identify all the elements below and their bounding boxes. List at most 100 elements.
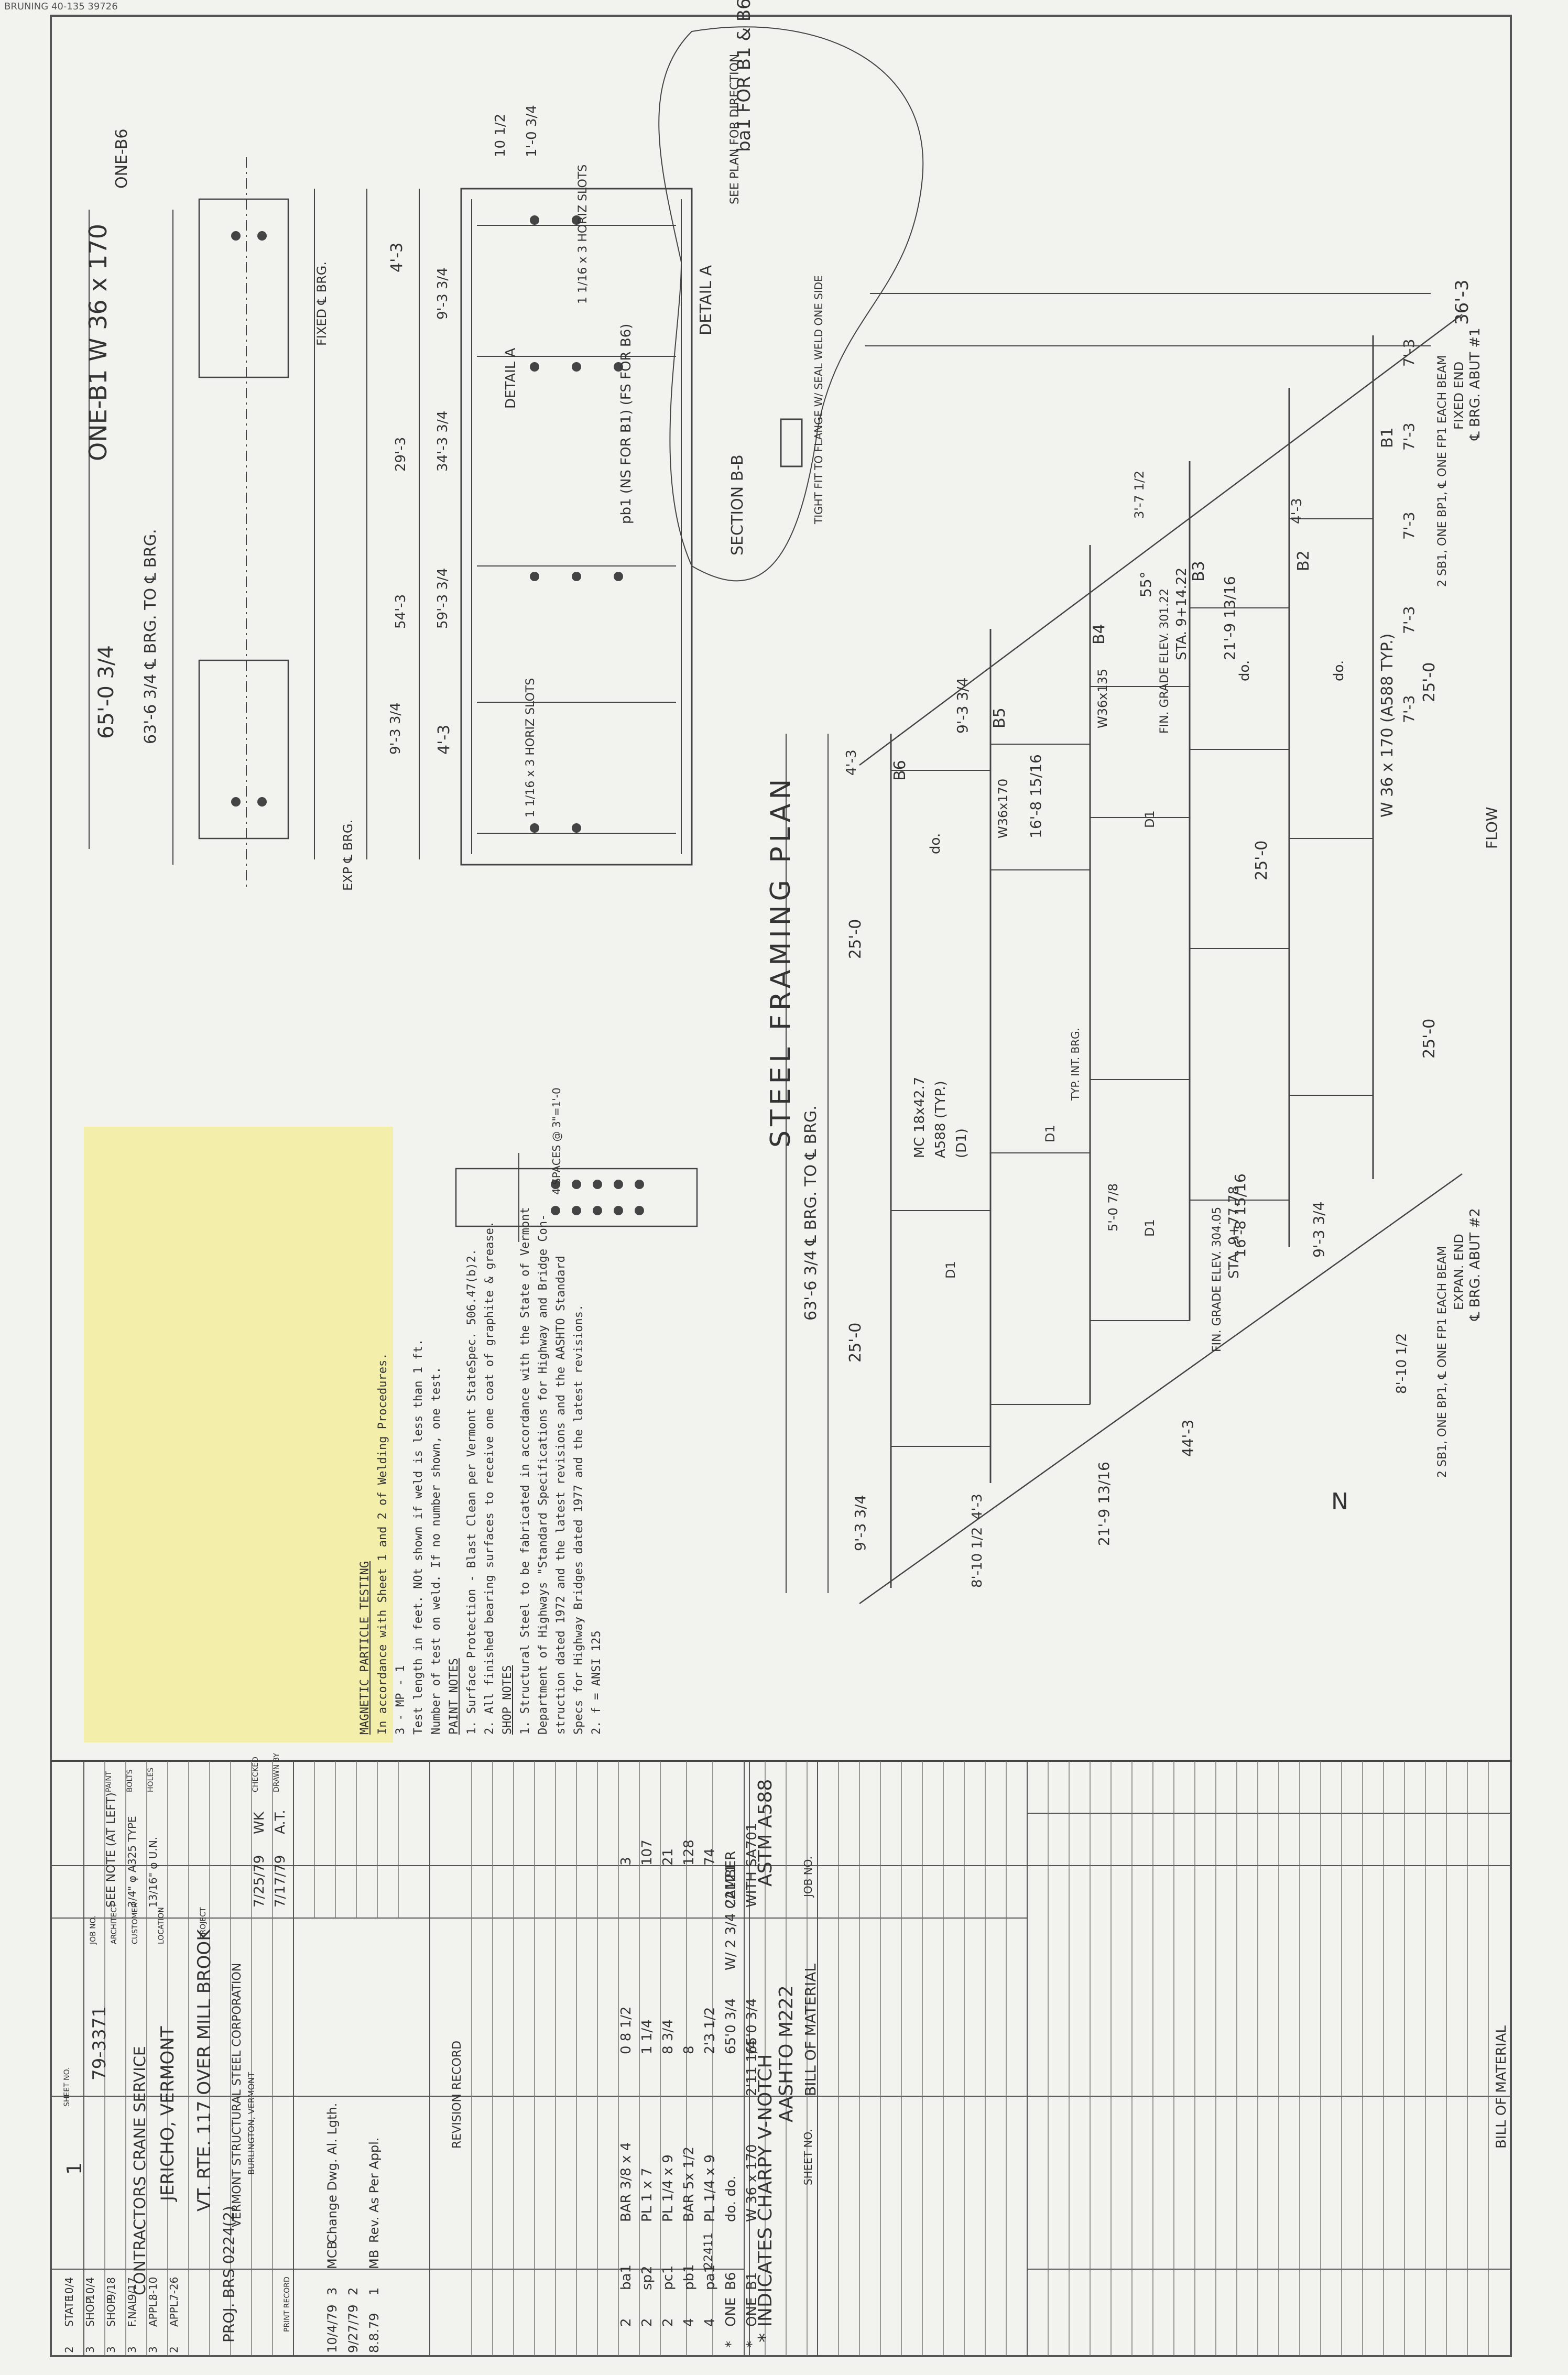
- bom-cell: pc1: [660, 2265, 676, 2290]
- bom-total: 22411: [702, 2232, 715, 2269]
- bom-cell: WITH SA701: [744, 1823, 760, 1908]
- paint: SEE NOTE (AT LEFT): [105, 1792, 118, 1908]
- paint-label: PAINT: [105, 1771, 113, 1792]
- drawing-border: [50, 15, 1512, 2357]
- print-record-cell: 3: [126, 2346, 138, 2353]
- bom-cell: *: [723, 2341, 739, 2348]
- print-record-cell: 10/4: [63, 2277, 75, 2301]
- job-label: JOB NO.: [89, 1915, 97, 1944]
- print-record-cell: F.NAL: [126, 2298, 138, 2327]
- abut1-bearing-line: [859, 313, 1463, 766]
- bom-cell: do. do.: [723, 2175, 739, 2222]
- drawn-by: A.T.: [273, 1810, 288, 1834]
- aashto-note: AASHTO M222: [776, 1985, 797, 2122]
- print-record-cell: SHOP: [84, 2297, 96, 2327]
- company-city: BURLINGTON, VERMONT: [246, 2072, 256, 2175]
- bom-title-right: BILL OF MATERIAL: [1494, 2025, 1509, 2149]
- bom-cell: PL 1/4 x 9: [660, 2154, 676, 2222]
- revision-cell: 1: [367, 2287, 382, 2295]
- print-record-cell: 9/17: [126, 2277, 138, 2301]
- bom-cell: 8 3/4: [660, 2019, 676, 2054]
- bom-cell: PL 1 x 7: [639, 2167, 655, 2222]
- sheet-label: SHEET NO.: [63, 2067, 71, 2107]
- sheet-no-label: SHEET NO.: [802, 2129, 814, 2185]
- revision-cell: 2: [346, 2287, 361, 2295]
- revision-cell: 8.8.79: [367, 2313, 382, 2353]
- print-record-cell: 2: [168, 2346, 180, 2353]
- bom-title: BILL OF MATERIAL: [802, 1963, 819, 2096]
- bom-cell: 21: [660, 1848, 676, 1866]
- holes: 13/16" φ U.N.: [147, 1836, 159, 1908]
- print-record-cell: SHOP: [105, 2297, 117, 2327]
- print-record-cell: 10/4: [84, 2277, 96, 2301]
- bom-cell: 22121: [723, 1864, 739, 1908]
- bom-cell: BAR 3/8 x 4: [618, 2142, 634, 2222]
- checked-by: WK: [252, 1812, 267, 1834]
- bom-cell: pb1: [681, 2264, 697, 2290]
- revision-title: REVISION RECORD: [451, 2040, 464, 2149]
- bom-cell: 0 8 1/2: [618, 2006, 634, 2054]
- print-record-cell: 3: [105, 2346, 117, 2353]
- print-record-cell: 3: [147, 2346, 159, 2353]
- customer: CONTRACTORS CRANE SERVICE: [131, 2046, 149, 2295]
- print-record-title: PRINT RECORD: [283, 2276, 291, 2332]
- bom-cell: BAR 5x 1/2: [681, 2147, 697, 2222]
- revision-cell: Rev. As Per Appl.: [367, 2137, 382, 2243]
- revision-cell: 9/27/79: [346, 2304, 361, 2353]
- revision-cell: MCB: [325, 2241, 340, 2269]
- revision-cell: 10/4/79: [325, 2304, 340, 2353]
- bom-cell: 2: [639, 2318, 655, 2327]
- print-record-cell: APPL.: [168, 2297, 180, 2327]
- bolts-label: BOLTS: [126, 1769, 134, 1792]
- revision-cell: Change Dwg. Al. Lgth.: [325, 2102, 340, 2243]
- bom-cell: W 36 x 170: [744, 2144, 760, 2222]
- bom-cell: 4: [702, 2318, 718, 2327]
- bom-cell: 65'0 3/4: [723, 1998, 739, 2054]
- print-record-cell: 2: [63, 2346, 75, 2353]
- bom-cell: 65'0 3/4: [744, 1998, 760, 2054]
- print-record-cell: APPL.: [147, 2297, 159, 2327]
- bom-cell: ONE: [723, 2297, 739, 2327]
- bolts: 3/4" φ A325 TYPE: [126, 1816, 138, 1908]
- north-arrow: N: [1331, 1488, 1348, 1515]
- bom-cell: 1 1/4: [639, 2019, 655, 2054]
- company-name: VERMONT STRUCTURAL STEEL CORPORATION: [231, 1963, 244, 2227]
- architect-label: ARCHITECT: [110, 1903, 118, 1944]
- print-record-cell: 8-10: [147, 2276, 159, 2301]
- job-number: 79-3371: [89, 2006, 110, 2080]
- bom-cell: 8: [681, 2045, 697, 2054]
- print-record-cell: 3: [84, 2346, 96, 2353]
- checked-date: 7/25/79: [252, 1855, 267, 1908]
- paper-stamp: BRUNING 40-135 39726: [4, 1, 118, 12]
- project-number: PROJ. BRS 0224(2): [220, 2206, 237, 2343]
- drawn-date: 7/17/79: [273, 1855, 288, 1908]
- bom-cell: 3: [618, 1857, 634, 1866]
- abut2-bearing-line: [859, 1173, 1463, 1605]
- checked-label: CHECKED: [252, 1757, 260, 1792]
- location-label: LOCATION: [157, 1907, 166, 1944]
- bom-cell: B6: [723, 2272, 739, 2290]
- print-record-cell: 9/18: [105, 2277, 117, 2301]
- bom-cell: 128: [681, 1839, 697, 1866]
- bom-cell: sp2: [639, 2265, 655, 2290]
- print-record-cell: 7-26: [168, 2276, 180, 2301]
- sheet-number: 1: [63, 2162, 86, 2175]
- bom-cell: 2'3 1/2: [702, 2007, 718, 2054]
- location: JERICHO, VERMONT: [157, 2026, 178, 2201]
- bom-cell: 107: [639, 1839, 655, 1866]
- drawn-label: DRAWN BY: [273, 1753, 281, 1792]
- bom-cell: ONE: [744, 2297, 760, 2327]
- revision-cell: MB: [367, 2249, 382, 2269]
- bom-cell: ba1: [618, 2264, 634, 2290]
- bom-cell: PL 1/4 x 9: [702, 2154, 718, 2222]
- bom-cell: 2: [660, 2318, 676, 2327]
- holes-label: HOLES: [147, 1767, 155, 1792]
- bom-cell: *: [744, 2341, 760, 2348]
- bom-cell: 2: [618, 2318, 634, 2327]
- bom-cell: B1: [744, 2272, 760, 2290]
- revision-cell: 3: [325, 2287, 340, 2295]
- notes-panel: MAGNETIC PARTICLE TESTING In accordance …: [84, 1127, 603, 1742]
